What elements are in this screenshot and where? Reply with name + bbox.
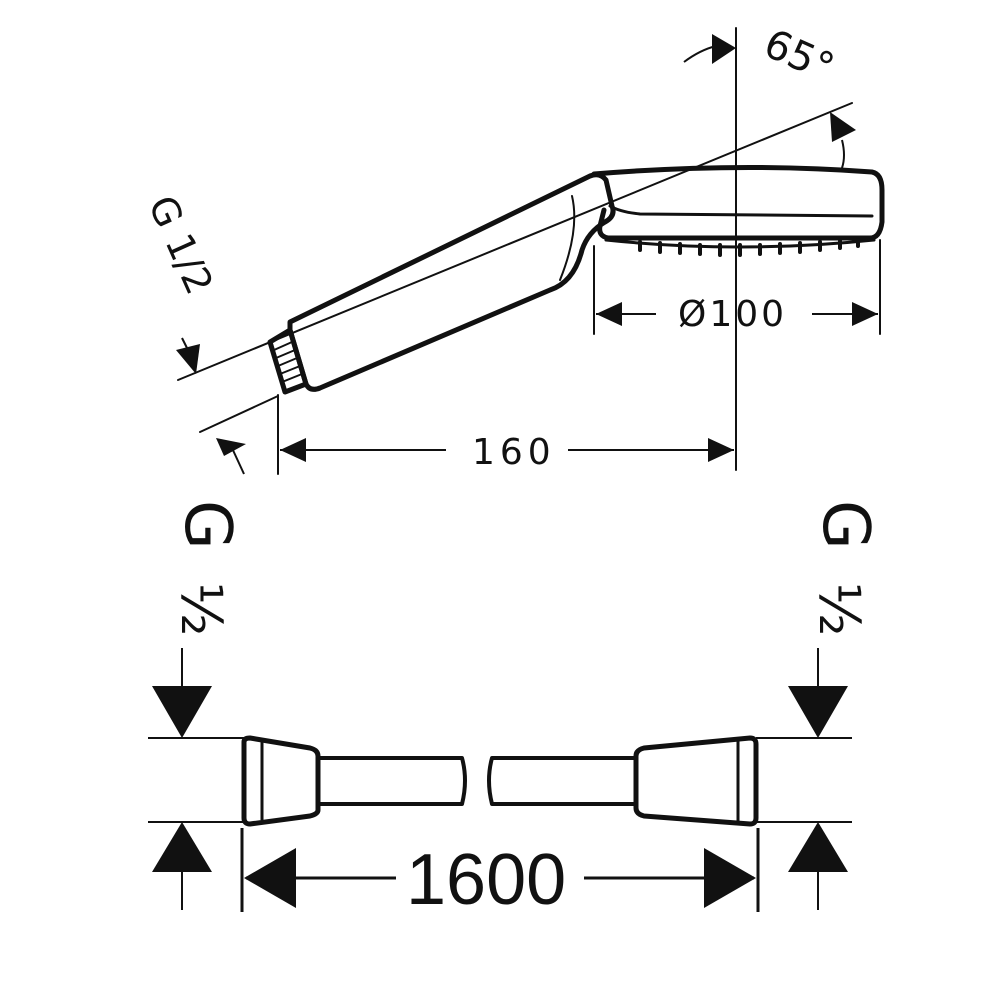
hose-length-arrow-left — [244, 848, 296, 908]
length-arrow-right — [708, 438, 734, 462]
angle-label: 65° — [757, 21, 840, 92]
left-thread-g: G — [170, 500, 244, 550]
angle-arc-lower — [841, 139, 845, 169]
head-length-label: 160 — [472, 432, 556, 473]
thread-arrow-upper — [176, 344, 200, 374]
thread-reference-line — [199, 395, 279, 433]
angle-arrow-top — [712, 34, 736, 64]
thread-label: G 1/2 — [140, 189, 222, 301]
left-thread-arrow-down — [152, 686, 212, 738]
hose-left-nut — [241, 735, 321, 827]
diameter-arrow-left — [596, 302, 622, 326]
spray-nozzles — [638, 238, 860, 257]
length-dimension-head — [280, 438, 734, 462]
shower-handle — [287, 172, 616, 392]
angle-dimension — [683, 34, 856, 169]
shower-hose — [241, 735, 759, 827]
diameter-label: Ø100 — [678, 294, 787, 335]
hose-right-thread-dimension — [756, 648, 852, 910]
thread-grooves — [273, 341, 303, 383]
angle-arrow-side — [830, 112, 856, 142]
diameter-arrow-right — [852, 302, 878, 326]
hose-length-label: 1600 — [406, 840, 566, 920]
hose-right-nut — [633, 735, 759, 827]
diameter-dimension — [596, 302, 878, 326]
right-thread-size: ½ — [806, 582, 871, 636]
left-thread-arrow-up — [152, 822, 212, 872]
thread-dimension — [176, 337, 246, 475]
angle-arc — [683, 45, 717, 63]
left-thread-size: ½ — [168, 582, 233, 636]
hose-segment-left — [318, 756, 467, 806]
thread-arrow-lower — [216, 438, 246, 456]
hand-shower — [177, 27, 885, 475]
right-thread-g: G — [808, 500, 882, 550]
right-thread-arrow-up — [788, 822, 848, 872]
hose-length-dimension — [240, 828, 760, 912]
hose-left-thread-dimension — [148, 648, 244, 910]
hose-segment-right — [487, 756, 636, 806]
right-thread-arrow-down — [788, 686, 848, 738]
length-arrow-left — [280, 438, 306, 462]
hose-length-arrow-right — [704, 848, 756, 908]
shower-head-rim — [608, 204, 874, 218]
thread-connector — [267, 327, 309, 395]
handle-highlight — [559, 195, 576, 281]
shower-head-body — [591, 164, 885, 241]
